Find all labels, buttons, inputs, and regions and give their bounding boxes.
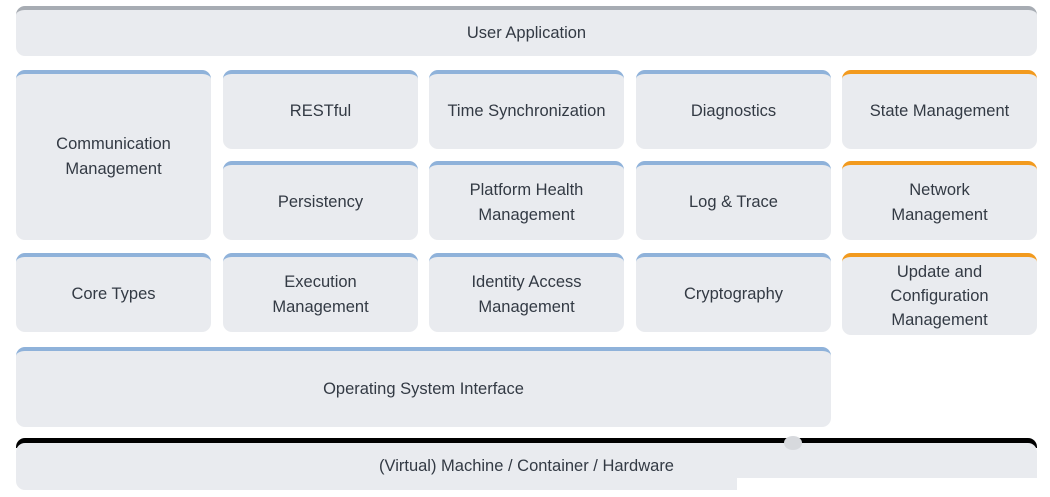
update-config-label-3: Management (891, 311, 988, 329)
execution-management-block: Execution Management (223, 253, 418, 332)
state-management-block: State Management (842, 70, 1037, 149)
diagnostics-block: Diagnostics (636, 70, 831, 149)
restful-label: RESTful (289, 102, 352, 120)
platform-health-label-2: Management (478, 205, 575, 224)
identity-access-label-2: Management (478, 297, 575, 316)
overlay-white-patch (737, 478, 1050, 497)
update-config-label-1: Update and (896, 263, 983, 281)
update-config-label-2: Configuration (890, 287, 989, 305)
core-types-label: Core Types (71, 285, 156, 303)
user-application-label: User Application (466, 23, 587, 42)
network-management-label-2: Management (891, 205, 988, 224)
log-trace-label: Log & Trace (689, 193, 778, 211)
user-application-block: User Application (16, 6, 1037, 56)
persistency-block: Persistency (223, 161, 418, 240)
operating-system-interface-label: Operating System Interface (323, 379, 524, 398)
execution-management-label-2: Management (272, 297, 369, 316)
communication-management-label-1: Communication (56, 135, 171, 153)
diagnostics-label: Diagnostics (690, 102, 777, 120)
identity-access-label-1: Identity Access (471, 272, 582, 291)
persistency-label: Persistency (277, 193, 364, 211)
platform-health-management-block: Platform Health Management (429, 161, 624, 240)
network-management-label-1: Network (909, 180, 970, 199)
platform-health-label-1: Platform Health (469, 180, 584, 199)
overlay-bubble-icon (784, 436, 802, 450)
cryptography-label: Cryptography (683, 285, 784, 303)
hardware-label: (Virtual) Machine / Container / Hardware (379, 457, 674, 475)
communication-management-block: Communication Management (16, 70, 211, 240)
cryptography-block: Cryptography (636, 253, 831, 332)
state-management-label: State Management (869, 102, 1010, 120)
log-trace-block: Log & Trace (636, 161, 831, 240)
restful-block: RESTful (223, 70, 418, 149)
execution-management-label-1: Execution (284, 272, 357, 291)
time-synchronization-block: Time Synchronization (429, 70, 624, 149)
update-configuration-management-block: Update and Configuration Management (842, 253, 1037, 335)
network-management-block: Network Management (842, 161, 1037, 240)
core-types-block: Core Types (16, 253, 211, 332)
time-synchronization-label: Time Synchronization (447, 102, 606, 120)
communication-management-label-2: Management (65, 160, 162, 178)
operating-system-interface-block: Operating System Interface (16, 347, 831, 427)
identity-access-management-block: Identity Access Management (429, 253, 624, 332)
